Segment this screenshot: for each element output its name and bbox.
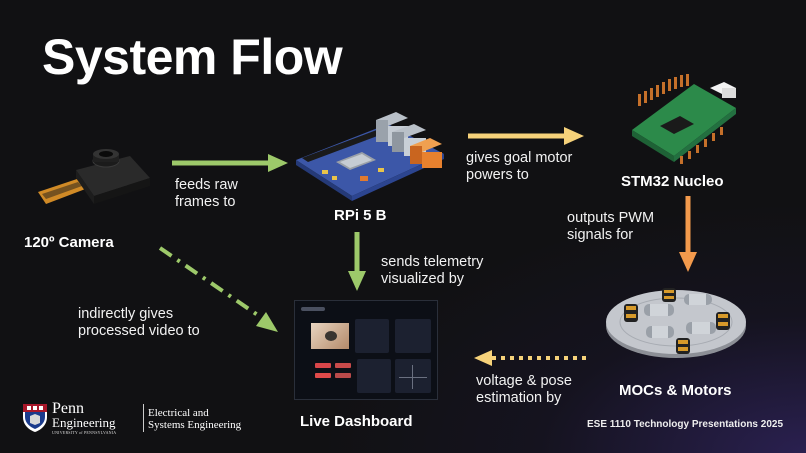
rpi-board-image	[296, 112, 444, 201]
stm32-board-image	[632, 74, 736, 164]
penn-engineering-logo: Penn Engineering UNIVERSITY of PENNSYLVA…	[22, 400, 241, 438]
motors-image	[606, 288, 746, 358]
node-label-stm32: STM32 Nucleo	[621, 173, 724, 190]
arrow-camera-to-dashboard	[158, 246, 278, 332]
edge-label-motors-dashboard: voltage & pose estimation by	[476, 373, 572, 406]
arrow-rpi-to-dashboard	[348, 232, 366, 291]
logo-university: UNIVERSITY of PENNSYLVANIA	[52, 430, 117, 435]
node-label-rpi: RPi 5 B	[334, 207, 387, 224]
arrow-camera-to-rpi	[172, 154, 288, 172]
camera-image	[38, 149, 150, 204]
slide-title: System Flow	[42, 29, 343, 85]
edge-label-camera-dashboard: indirectly gives processed video to	[78, 306, 200, 339]
event-footer: ESE 1110 Technology Presentations 2025	[587, 419, 784, 430]
edge-label-camera-rpi: feeds raw frames to	[175, 177, 238, 210]
edge-label-rpi-dashboard: sends telemetry visualized by	[381, 254, 484, 287]
node-label-motors: MOCs & Motors	[619, 382, 732, 399]
logo-divider	[143, 404, 144, 432]
edge-label-rpi-stm32: gives goal motor powers to	[466, 150, 573, 183]
logo-penn: Penn	[52, 400, 84, 417]
dashboard-screenshot	[294, 300, 438, 400]
node-label-dashboard: Live Dashboard	[300, 413, 413, 430]
arrow-rpi-to-stm32	[468, 127, 584, 145]
logo-dept: Electrical and Systems Engineering	[148, 407, 242, 431]
arrow-stm32-to-motors	[679, 196, 697, 272]
arrow-motors-to-dashboard	[474, 350, 586, 366]
penn-shield-icon	[23, 404, 47, 432]
node-label-camera: 120º Camera	[24, 234, 114, 251]
logo-engineering: Engineering	[52, 415, 116, 430]
edge-label-stm32-motors: outputs PWM signals for	[567, 210, 655, 243]
